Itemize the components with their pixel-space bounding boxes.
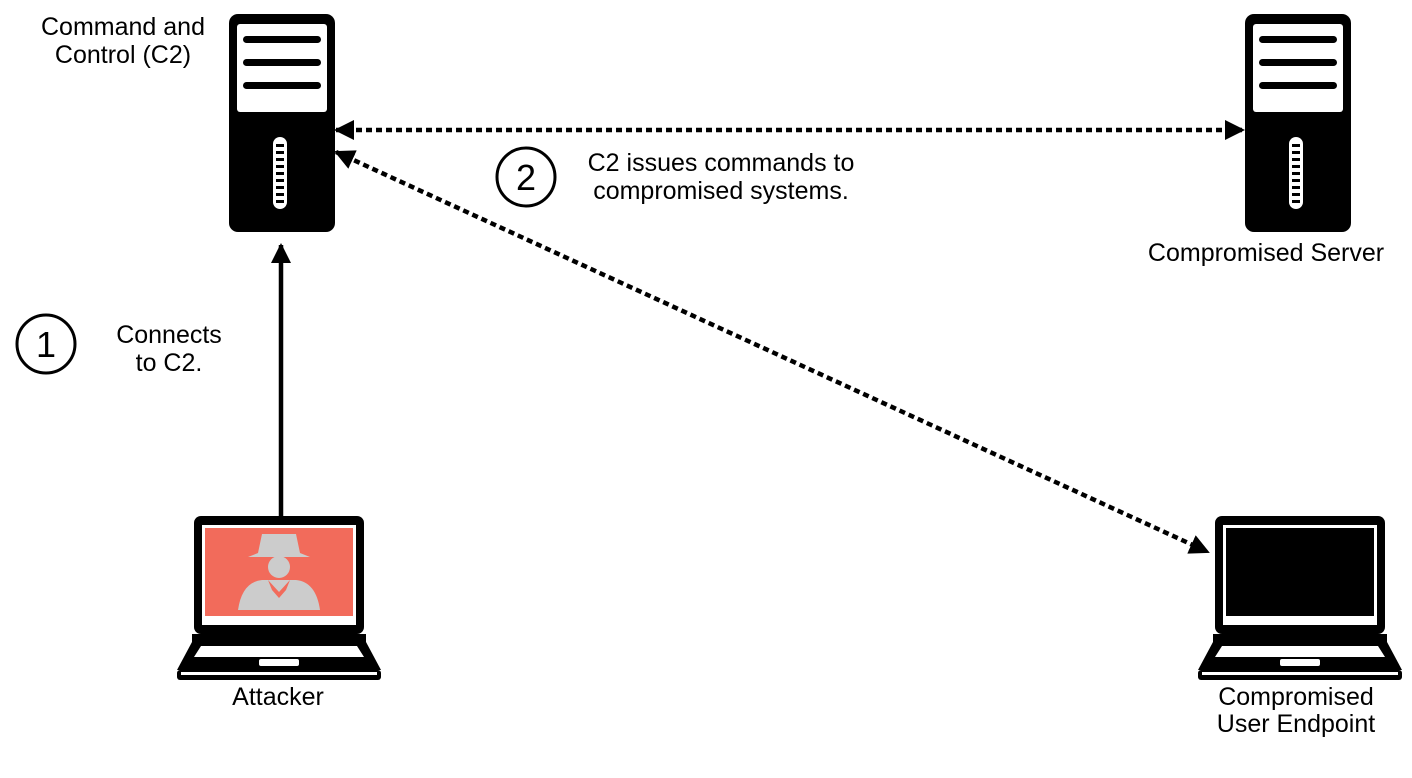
step-2: 2 C2 issues commands to compromised syst… [495, 146, 855, 208]
step-2-text-line1: C2 issues commands to [588, 149, 855, 177]
attacker-label: Attacker [232, 683, 324, 711]
server-tower-icon [229, 14, 335, 232]
step-1-number: 1 [36, 324, 56, 365]
spy-collar-icon [268, 580, 290, 598]
step-1-text-line2: to C2. [136, 349, 203, 377]
c2-label-line1: Command and [41, 13, 205, 41]
step-2-number: 2 [516, 157, 536, 198]
c2-node: Command and Control (C2) [41, 13, 335, 232]
server-tower-icon [1245, 14, 1351, 232]
endpoint-label-line1: Compromised [1218, 683, 1374, 711]
c2-label-line2: Control (C2) [55, 41, 191, 69]
compromised-server-node: Compromised Server [1148, 14, 1384, 267]
step-2-badge [495, 146, 557, 208]
compromised-server-label: Compromised Server [1148, 239, 1384, 267]
attacker-node: Attacker [177, 516, 381, 711]
step-2-text-line2: compromised systems. [593, 177, 849, 205]
step-1-text-line1: Connects [116, 321, 222, 349]
edge-c2-endpoint [334, 149, 1210, 555]
step-1-badge [15, 313, 77, 375]
step-1: 1 Connects to C2. [15, 313, 222, 377]
endpoint-node: Compromised User Endpoint [1198, 516, 1402, 738]
endpoint-label-line2: User Endpoint [1217, 710, 1375, 738]
endpoint-screen [1226, 528, 1374, 616]
